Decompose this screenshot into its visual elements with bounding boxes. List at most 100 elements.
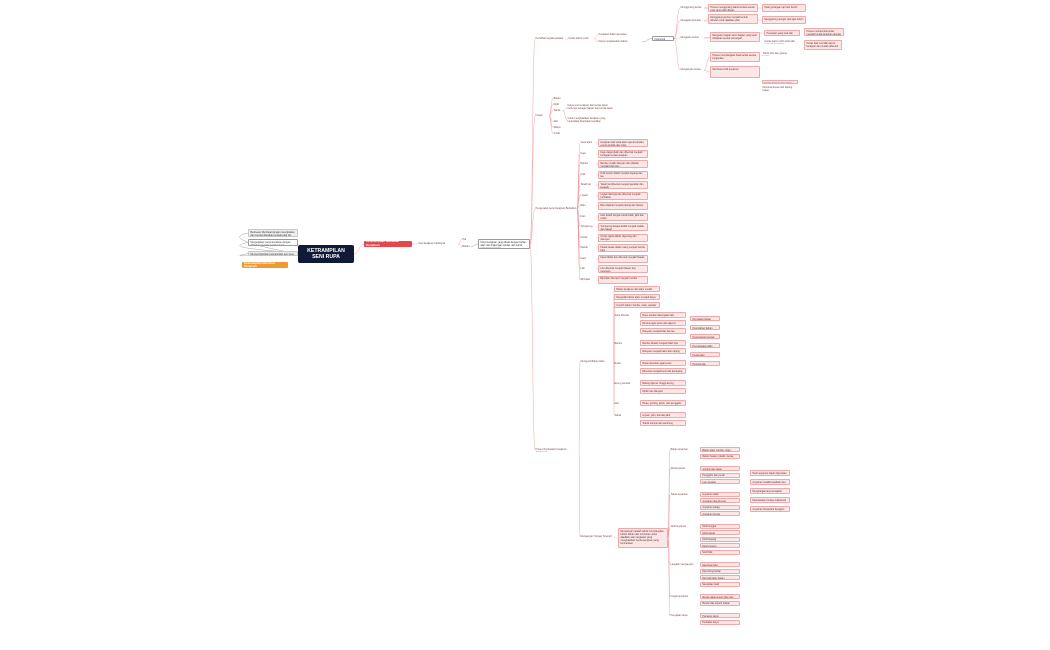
upper-b2-item-2[interactable]: Menggulung dengan rapi agar kokoh (762, 16, 806, 24)
section2-item-desc[interactable]: Kerajinan dari serat alam seperti pandan… (598, 139, 648, 147)
section4-group-item[interactable]: Motif truntum (700, 543, 740, 548)
section2-item-label[interactable]: Logam (580, 193, 588, 197)
section2-item-desc[interactable]: Bambu mudah dianyam dan dibelah menjadi … (598, 160, 648, 168)
section3-group-item[interactable]: Dibentuk menjadi kursi dan keranjang (640, 368, 686, 374)
mid-node-hal[interactable]: Hal (462, 238, 467, 241)
mid-hub-node[interactable]: Seni kerajinan tradisional (418, 242, 446, 245)
section4-extra-item[interactable]: Melestarikan budaya tradisional (750, 497, 790, 503)
section2-item-desc[interactable]: Lilin dibentuk menjadi hiasan dan penera… (598, 265, 648, 273)
section3-group-item[interactable]: Teknik tumpuk dan sambung (640, 420, 686, 426)
root-node[interactable]: KETRAMPILAN SENI RUPA (298, 245, 354, 263)
section3-group-label[interactable]: Rotan (614, 362, 621, 365)
section2-item-label[interactable]: Batu (580, 204, 586, 207)
mid-desc-node[interactable]: Karya kerajinan yang dibuat dengan bahan… (478, 239, 530, 249)
section2-item-label[interactable]: Kulit (580, 172, 586, 176)
upper-b-label-1[interactable]: Menggunting kertas (680, 6, 702, 9)
upper-b1-item-2[interactable]: Hasil guntingan rapi dan bersih (762, 4, 806, 12)
section3-group-item[interactable]: Daun pandan dikeringkan lalu dipotong me… (640, 312, 686, 318)
section4-group-item[interactable]: Motif ganda (700, 530, 740, 535)
section3-group-item[interactable]: Dianyam menjadi tikar dan tas (640, 328, 686, 334)
upper-b4-item-2[interactable]: Membuat motif anyaman (710, 66, 760, 78)
section3-group-item[interactable]: Direbus agar lentur dan dijemur (640, 320, 686, 326)
section2-item-label[interactable]: Plastik (580, 246, 588, 249)
section3-top-item[interactable]: Contoh bahan: bambu, rotan, pandan (614, 302, 660, 308)
section4-group-item[interactable]: Motif bilik (700, 549, 740, 555)
section3-group-label[interactable]: Alat (614, 402, 619, 405)
section2-item-desc[interactable]: Logam ditempa dan dibentuk menjadi perhi… (598, 191, 648, 200)
section4-desc[interactable]: Menganyam adalah teknik menyilangkan bah… (618, 528, 668, 548)
section4-group-label[interactable]: Motif anyaman (670, 524, 687, 528)
section3-mid-item[interactable]: Perancangan bentuk karya (690, 334, 720, 339)
section4-group-item[interactable]: Motif kepang (700, 536, 740, 542)
section4-group-item[interactable]: Menyilangkan bahan (700, 575, 740, 580)
upper-small-desc-2[interactable]: Untuk menghasilkan kerajinan yang berkua… (567, 117, 606, 123)
section3-group-item[interactable]: Batang dijemur hingga kering (640, 380, 686, 386)
upper-small-list-4[interactable]: Alat (553, 120, 558, 123)
section2-item-label[interactable]: Biji-bijian (580, 277, 591, 281)
section4-group-label[interactable]: Langkah menganyam (670, 563, 694, 566)
section4-extra-item[interactable]: Menghargai karya kerajinan daerah (750, 488, 790, 494)
section3-group-item[interactable]: Rotan direndam agar lentur (640, 360, 686, 366)
section4-extra-item[interactable]: Anyaman Nusantara beragam coraknya (750, 506, 790, 512)
section4-group-label[interactable]: Alat anyaman (670, 467, 686, 470)
section2-item-label[interactable]: Kayu (580, 151, 586, 155)
upper-b-label-4[interactable]: Menganyam kertas (680, 68, 701, 71)
upper-b2-item-1[interactable]: Menggulung kertas menjadi bentuk silinde… (708, 14, 758, 24)
section3-mid-item[interactable]: Penyiapan bahan (690, 316, 720, 321)
upper-mid-hub[interactable]: Kelompok Kertas (652, 36, 674, 41)
upper-small-desc-1[interactable]: Karya seni kerajinan dari kertas dapat b… (567, 104, 613, 110)
section2-item-label[interactable]: Bambu (580, 162, 589, 165)
upper-b-label-3[interactable]: Mengelem kertas (680, 36, 699, 39)
section2-item-desc[interactable]: Kulit hewan diolah menjadi wayang dan ta… (598, 170, 648, 179)
section3-group-label[interactable]: Serat Pandan (614, 314, 630, 317)
section4-group-item[interactable]: Benda pakai seperti tikar dan bakul (700, 594, 740, 599)
upper-small-list-5[interactable]: Warna (553, 126, 561, 129)
section3-top-item[interactable]: Mengolah bahan alam menjadi karya (614, 294, 660, 300)
section4-group-item[interactable]: Lem perekat (700, 479, 740, 484)
section4-group-item[interactable]: Penilaian karya (700, 619, 740, 625)
section4-group-item[interactable]: Benda hias seperti hiasan dinding (700, 600, 740, 606)
section4-group-label[interactable]: Bahan anyaman (670, 448, 688, 451)
upper-small-list-hub[interactable]: Fungsi (535, 114, 543, 117)
upper-a3-1[interactable]: Pengawet dalam kemasan (598, 33, 627, 36)
upper-right-6[interactable]: Membuat kreasi dari barang bekas (762, 86, 793, 92)
section3-top-item[interactable]: Bahan kerajinan dari alam mudah diperole… (614, 286, 660, 292)
section4-group-label[interactable]: Fungsi anyaman (670, 595, 689, 598)
upper-small-list-3[interactable]: Teknik (553, 109, 561, 112)
upper-right-4[interactable]: Teknik pilin dan gulung kertas (762, 52, 787, 56)
section4-group-item[interactable]: Membuat pola (700, 562, 740, 567)
section3-group-item[interactable]: Pisau, gunting, jarum, dan penggaris (640, 400, 686, 406)
section2-item-label[interactable]: Serat alam (580, 141, 593, 144)
section2-item-desc[interactable]: Kain diolah dengan teknik batik, jahit d… (598, 212, 648, 221)
section2-item-label[interactable]: Tanah liat (580, 183, 591, 186)
left-note-3[interactable]: Mengembangkan keterampilan seni rupa (248, 251, 298, 256)
upper-right-5[interactable]: Kertas koran bekas dapat dimanfaatkan me… (762, 80, 798, 84)
upper-right-3[interactable]: Kertas karton lebih tebal dan kuat untuk… (764, 40, 795, 44)
upper-a1[interactable]: Pemilihan kepala pesawat (535, 37, 564, 40)
section3-mid-item[interactable]: Pengolahan bahan (690, 325, 720, 330)
upper-b3-item-1[interactable]: Mengelem bagian demi bagian yang telah d… (710, 32, 760, 42)
section2-item-desc[interactable]: Tanah liat dibentuk menjadi gerabah dan … (598, 181, 648, 189)
section3-mid-item[interactable]: Penyelesaian akhir (690, 343, 720, 348)
upper-b1-item-1[interactable]: Proses menggunting bahan kertas sesuai p… (708, 4, 758, 12)
section3-hub[interactable]: Proses Pembuatan Kerajinan Tradisional (535, 448, 567, 452)
section2-item-desc[interactable]: Tempurung kelapa diolah menjadi wadah da… (598, 223, 648, 231)
upper-a2[interactable]: Kertas karton putih (568, 37, 589, 40)
section3-mid-item[interactable]: Pewarnaan (690, 352, 720, 357)
section3-mid-item[interactable]: Pengeringan (690, 361, 720, 366)
upper-a3-2[interactable]: Karya mengawetkan bahan (598, 40, 628, 43)
section2-item-desc[interactable]: Kayu dapat diukir dan dibentuk menjadi b… (598, 149, 648, 158)
section3-group-item[interactable]: Dipilin lalu dianyam (640, 388, 686, 394)
section4-group-item[interactable]: Gunting dan pisau (700, 466, 740, 471)
section4-group-item[interactable]: Memotong bahan (700, 568, 740, 574)
section4-group-item[interactable]: Bahan buatan: plastik, kertas, pita (700, 453, 740, 459)
section4-group-item[interactable]: Bahan alam: bambu, rotan, pandan, lontar… (700, 447, 740, 452)
section2-item-desc[interactable]: Batu dipahat menjadi patung dan hiasan (598, 202, 648, 210)
section4-group-item[interactable]: Anyaman bunga (700, 511, 740, 516)
section2-hub[interactable]: Pengenalan Jenis Kerajinan Berbahan (535, 207, 577, 210)
section2-item-label[interactable]: Kaca (580, 256, 586, 260)
upper-right-2[interactable]: Kertas lipat memiliki warna beragam dan … (804, 40, 842, 50)
section4-group-item[interactable]: Merapikan hasil (700, 581, 740, 587)
left-highlight-node[interactable]: Keterampilan Membuat Kerajinan (242, 262, 288, 268)
section2-item-desc[interactable]: Biji-bijian ditempel menjadi mozaik (598, 275, 648, 284)
